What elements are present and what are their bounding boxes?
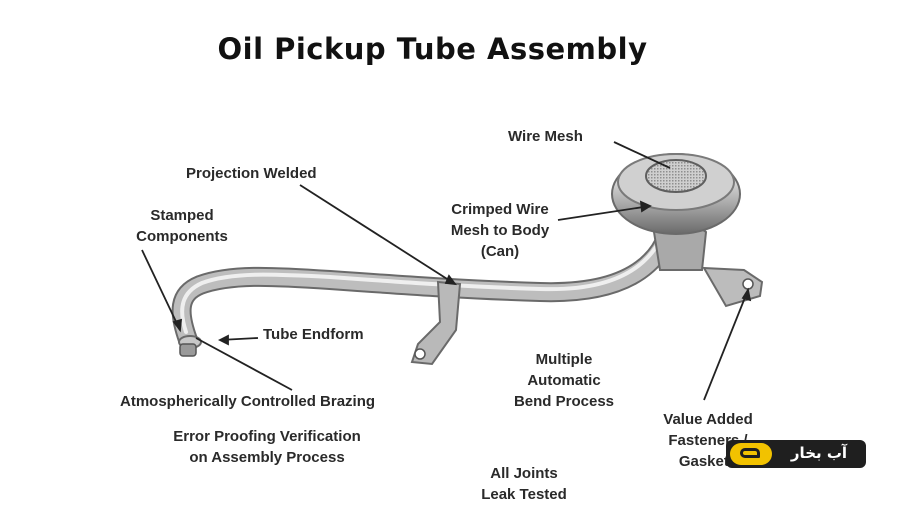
- watermark-text: آب بخار: [790, 444, 848, 462]
- tube-highlight: [180, 195, 677, 334]
- label-multiple-bend: Multiple Automatic Bend Process: [500, 349, 628, 412]
- label-all-joints-line-1: All Joints: [490, 465, 558, 482]
- label-brazing: Atmospherically Controlled Brazing: [120, 393, 376, 410]
- page-title: Oil Pickup Tube Assembly: [217, 32, 648, 66]
- label-tube-endform: Tube Endform: [263, 326, 364, 343]
- arrowhead-projection-welded: [444, 274, 457, 286]
- leader-projection-welded: [299, 184, 456, 285]
- fastener-tab: [702, 266, 764, 308]
- label-stamped-components: Stamped Components: [120, 205, 244, 247]
- fastener-hole: [742, 278, 754, 290]
- bracket-hole: [414, 348, 426, 360]
- leader-crimped-wire: [557, 205, 651, 221]
- label-multiple-bend-line-3: Bend Process: [513, 393, 615, 410]
- stamped-bracket: [410, 280, 462, 366]
- label-multiple-bend-line-1: Multiple: [535, 351, 593, 368]
- wire-mesh-screen: [645, 159, 707, 193]
- watermark-badge: آب بخار: [726, 440, 866, 468]
- label-stamped-components-line-2: Components: [136, 228, 228, 245]
- label-projection-welded: Projection Welded: [186, 165, 317, 182]
- label-crimped-wire-line-1: Crimped Wire: [451, 201, 549, 218]
- leader-wire-mesh: [613, 141, 671, 169]
- label-crimped-wire: Crimped Wire Mesh to Body (Can): [436, 199, 564, 262]
- leader-value-added: [703, 289, 749, 401]
- endform-fitting: [179, 343, 197, 357]
- steam-logo-icon: [730, 443, 772, 465]
- label-stamped-components-line-1: Stamped: [150, 207, 214, 224]
- label-multiple-bend-line-2: Automatic: [527, 372, 601, 389]
- label-error-proofing-line-2: on Assembly Process: [189, 449, 345, 466]
- leader-brazing: [195, 337, 293, 391]
- label-value-added-line-3: Gaskets: [678, 453, 738, 470]
- label-all-joints: All Joints Leak Tested: [464, 463, 584, 505]
- arrowhead-value-added: [741, 287, 752, 302]
- leader-stamped-components: [141, 249, 181, 331]
- arrowhead-crimped-wire: [639, 200, 652, 213]
- label-all-joints-line-2: Leak Tested: [481, 486, 567, 503]
- label-wire-mesh: Wire Mesh: [508, 128, 583, 145]
- label-value-added-line-1: Value Added: [663, 411, 753, 428]
- label-crimped-wire-line-2: Mesh to Body: [450, 222, 550, 239]
- label-error-proofing: Error Proofing Verification on Assembly …: [148, 426, 386, 468]
- label-error-proofing-line-1: Error Proofing Verification: [173, 428, 361, 445]
- arrowhead-tube-endform: [217, 334, 229, 346]
- label-crimped-wire-line-3: (Can): [480, 243, 520, 260]
- arrowhead-stamped-components: [172, 318, 183, 333]
